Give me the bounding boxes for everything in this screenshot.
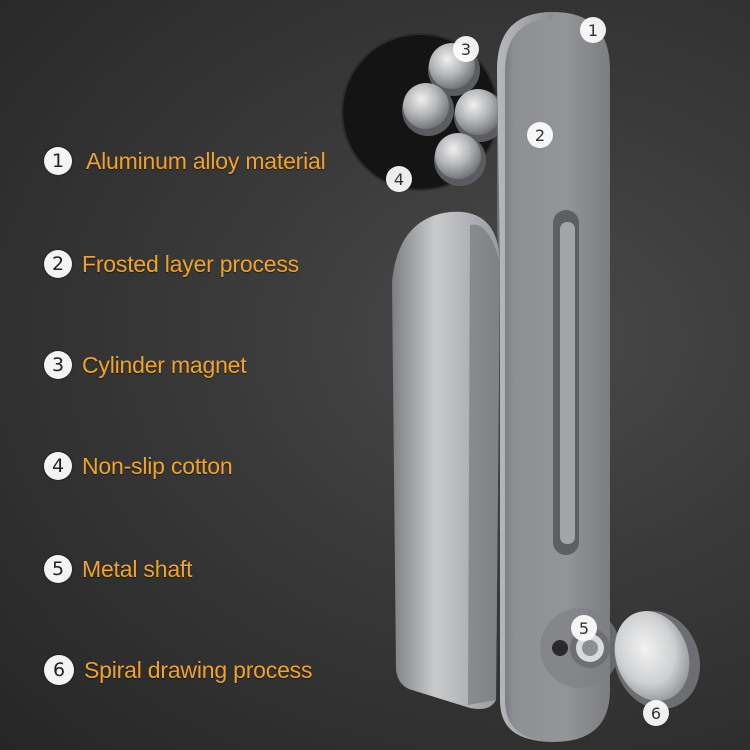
callout-badge: 5 xyxy=(571,615,597,641)
feature-number-badge: 1 xyxy=(44,147,72,175)
back-clip-shadow xyxy=(468,224,500,705)
feature-item-1: 1 Aluminum alloy material xyxy=(44,147,326,175)
feature-number-badge: 6 xyxy=(44,655,74,685)
feature-item-2: 2 Frosted layer process xyxy=(44,250,299,278)
callout-badge: 1 xyxy=(580,17,606,43)
feature-item-3: 3 Cylinder magnet xyxy=(44,351,247,379)
feature-label: Aluminum alloy material xyxy=(86,147,326,174)
plate-slot-inner xyxy=(560,222,575,544)
cylinder-magnets xyxy=(402,43,506,186)
feature-item-4: 4 Non-slip cotton xyxy=(44,452,233,480)
feature-number-badge: 5 xyxy=(44,555,72,583)
feature-number-badge: 3 xyxy=(44,351,72,379)
spiral-disc xyxy=(613,610,701,710)
shaft-hole xyxy=(552,640,568,656)
feature-label: Non-slip cotton xyxy=(82,452,233,479)
feature-number-badge: 2 xyxy=(44,250,72,278)
callout-badge: 2 xyxy=(527,122,553,148)
feature-label: Spiral drawing process xyxy=(84,656,313,683)
callout-badge: 6 xyxy=(643,700,669,726)
feature-label: Cylinder magnet xyxy=(82,351,247,378)
feature-label: Metal shaft xyxy=(82,555,193,582)
plate-bevel-edge xyxy=(497,12,553,740)
callout-badge: 3 xyxy=(453,36,479,62)
feature-label: Frosted layer process xyxy=(82,250,299,277)
feature-item-5: 5 Metal shaft xyxy=(44,555,192,583)
callout-badge: 4 xyxy=(386,166,412,192)
feature-number-badge: 4 xyxy=(44,452,72,480)
feature-item-6: 6 Spiral drawing process xyxy=(44,655,312,685)
